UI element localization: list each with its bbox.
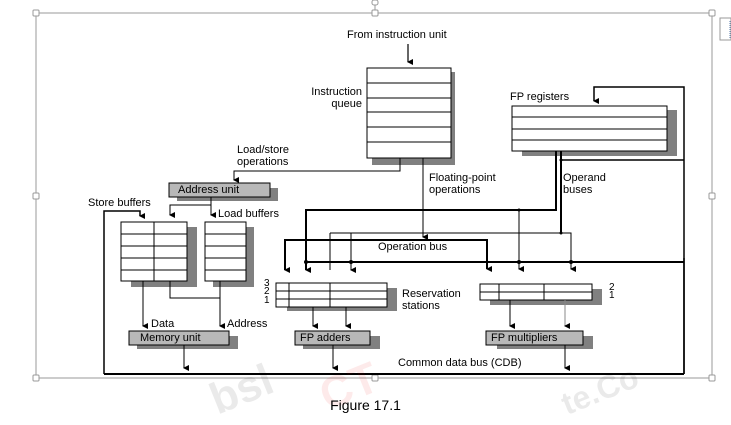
resize-handle-tr[interactable]	[708, 9, 716, 17]
resize-handle-br[interactable]	[708, 374, 716, 382]
label-operand-buses-1: Operand	[563, 172, 606, 184]
operation-bus	[284, 239, 488, 270]
address-to-store-buffers	[169, 204, 211, 218]
bus-junctions	[304, 158, 573, 264]
label-address: Address	[227, 318, 268, 330]
mult-rs-number-2: 2	[609, 282, 615, 293]
multiplier-reservation-stations	[479, 283, 602, 305]
rs-number-2: 2	[264, 286, 270, 297]
label-store-buffers: Store buffers	[88, 197, 151, 209]
instruction-queue	[366, 67, 455, 165]
layout-options-icon[interactable]	[719, 17, 731, 41]
label-floating-point-1: Floating-point	[429, 172, 496, 184]
mult-rs-number-1: 1	[609, 290, 615, 301]
resize-handle-t[interactable]	[371, 9, 379, 17]
figure-caption: Figure 17.1	[330, 397, 401, 413]
label-memory-unit: Memory unit	[140, 332, 201, 344]
resize-handle-r[interactable]	[708, 192, 716, 200]
label-instruction-queue-1: Instruction	[311, 86, 362, 98]
label-reservation-1: Reservation	[402, 288, 461, 300]
label-data: Data	[151, 318, 175, 330]
label-fp-multipliers: FP multipliers	[491, 332, 558, 344]
adder-reservation-stations	[275, 282, 397, 311]
label-reservation-2: stations	[402, 300, 440, 312]
store-address-line	[169, 281, 220, 299]
label-from-instruction-unit: From instruction unit	[347, 29, 447, 41]
rs-number-1: 1	[264, 295, 270, 306]
label-operand-buses-2: buses	[563, 184, 593, 196]
fp-multipliers	[485, 330, 593, 349]
store-buffers	[120, 221, 197, 287]
label-instruction-queue-2: queue	[331, 98, 362, 110]
label-operation-bus: Operation bus	[378, 241, 448, 253]
resize-handle-bl[interactable]	[32, 374, 40, 382]
rotate-handle[interactable]	[371, 0, 379, 6]
label-address-unit: Address unit	[178, 184, 240, 196]
rs-number-3: 3	[264, 278, 270, 289]
fp-registers	[511, 105, 677, 156]
memory-unit	[128, 330, 238, 349]
label-load-buffers: Load buffers	[218, 208, 279, 220]
resize-handle-tl[interactable]	[32, 9, 40, 17]
label-fp-adders: FP adders	[300, 332, 351, 344]
label-load-store-1: Load/store	[237, 144, 289, 156]
cdb-to-fp-registers	[593, 86, 685, 374]
label-floating-point-2: operations	[429, 184, 481, 196]
load-buffers	[204, 221, 254, 287]
resize-handle-l[interactable]	[32, 192, 40, 200]
load-store-line	[233, 158, 401, 183]
label-fp-registers: FP registers	[510, 91, 570, 103]
label-cdb: Common data bus (CDB)	[398, 357, 522, 369]
cdb-to-store-buffers	[103, 210, 145, 374]
address-unit	[168, 182, 278, 201]
selection-frame[interactable]	[32, 0, 716, 382]
label-load-store-2: operations	[237, 156, 289, 168]
